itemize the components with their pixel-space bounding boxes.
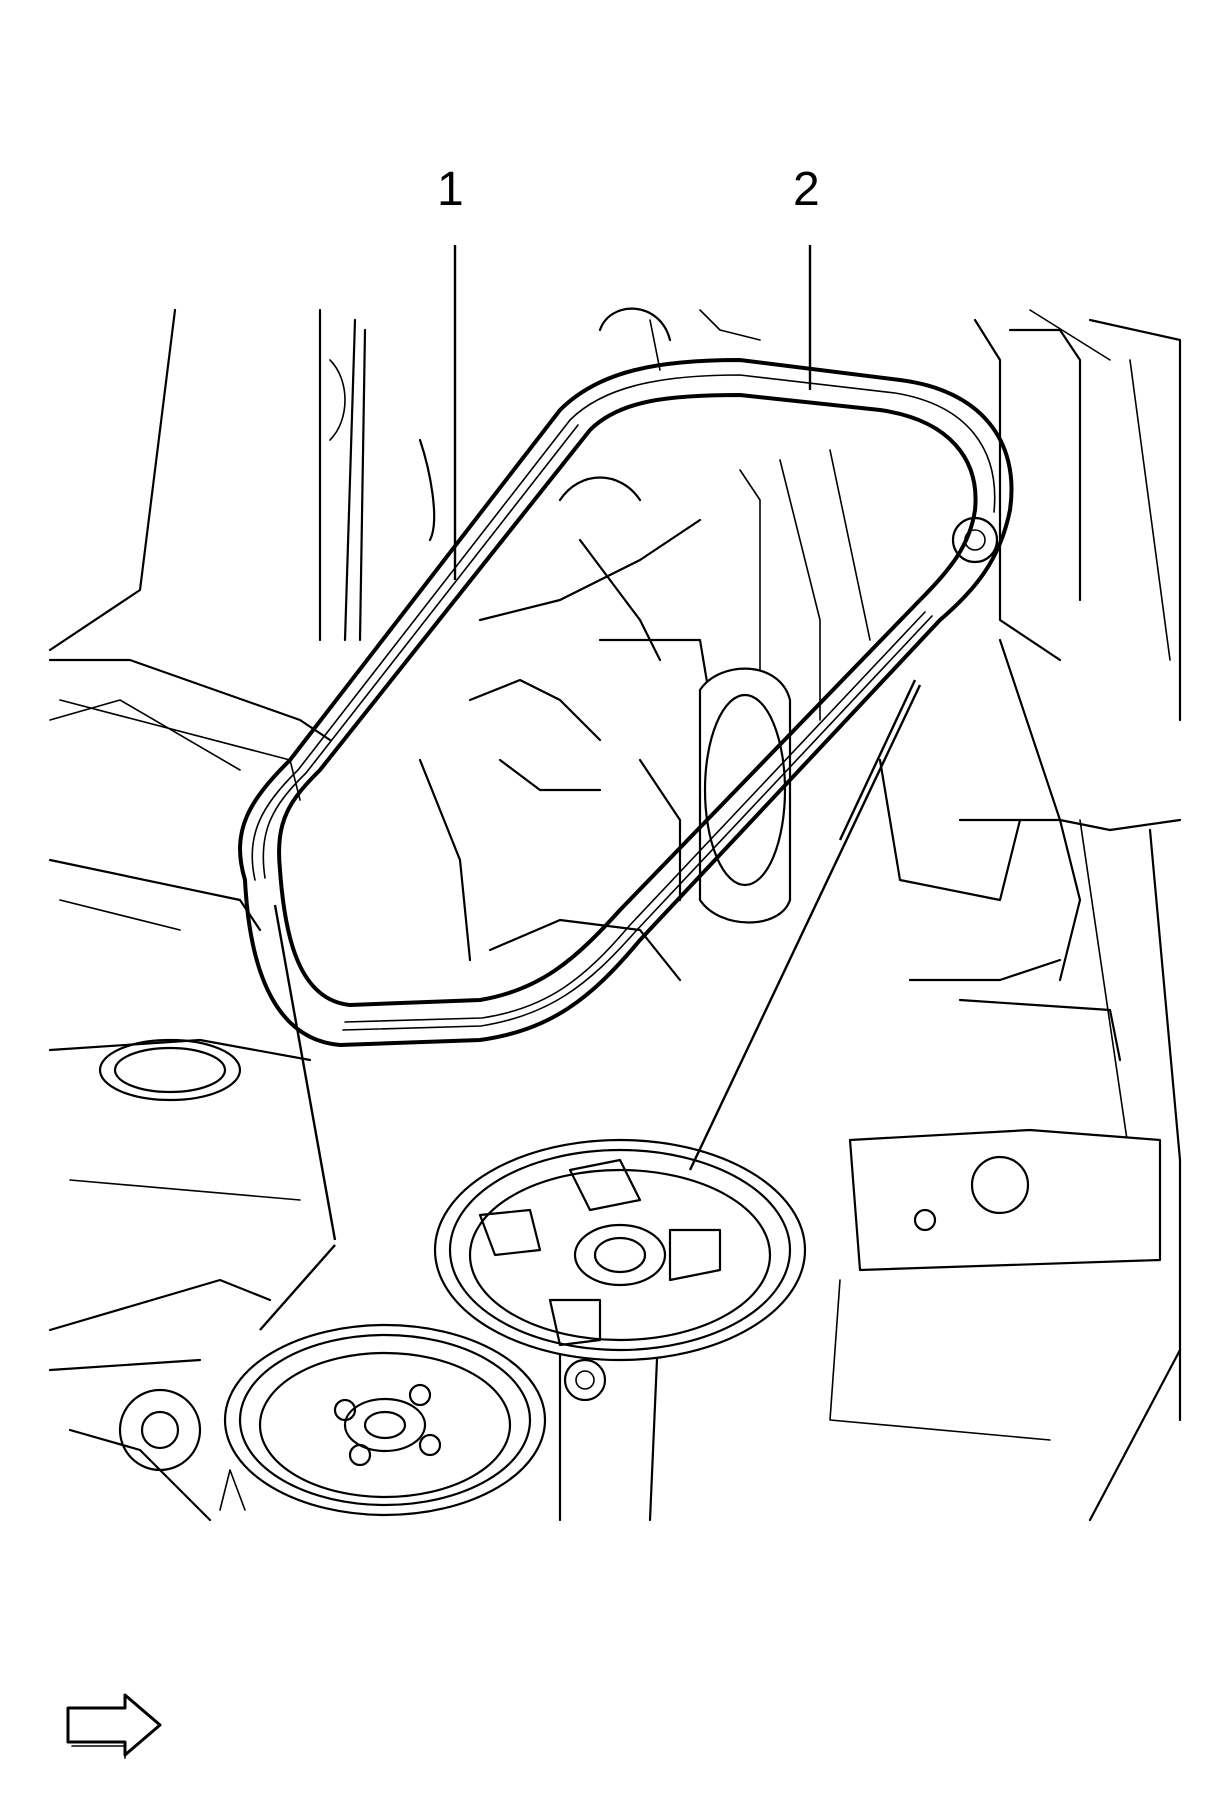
engine-bay-lines xyxy=(48,307,1182,1522)
crankshaft-pulley xyxy=(223,1323,607,1517)
callout-2: 2 xyxy=(793,163,820,216)
power-steering-pulley xyxy=(433,1138,807,1362)
drive-belt xyxy=(238,358,1014,1047)
right-arrow-icon xyxy=(66,1693,162,1759)
callout-leaders xyxy=(259,245,922,1331)
callout-1: 1 xyxy=(437,163,464,216)
